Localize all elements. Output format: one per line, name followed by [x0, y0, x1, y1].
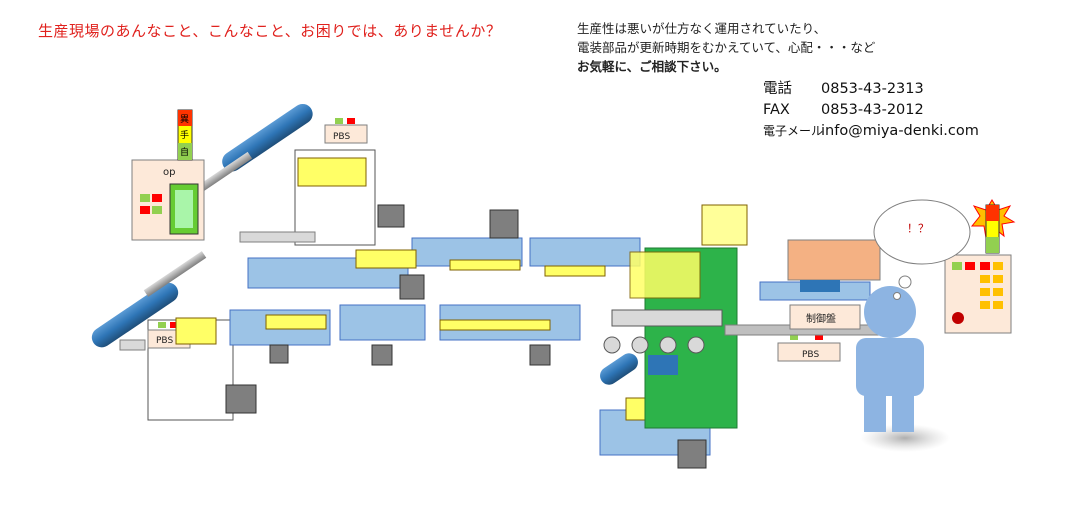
description: 生産性は悪いが仕方なく運用されていたり、 電装部品が更新時期をむかえていて、心配…	[577, 19, 875, 76]
pneumatic-cylinder	[91, 103, 638, 385]
tower-light-label-1: 異	[180, 114, 189, 125]
pbs-label-1: PBS	[333, 132, 350, 142]
tower-light-label-2: 手	[180, 129, 189, 141]
email-row: 電子メールinfo@miya-denki.com	[763, 121, 979, 142]
fax-number: 0853-43-2012	[821, 102, 924, 118]
phone-row: 電話 0853-43-2313	[763, 79, 979, 100]
fax-row: FAX 0853-43-2012	[763, 100, 979, 121]
processing-machine	[603, 247, 738, 429]
headline: 生産現場のあんなこと、こんなこと、お困りでは、ありませんか？	[38, 22, 502, 40]
thought-bubble: ！？	[873, 199, 971, 300]
pbs-label-3: PBS	[802, 350, 819, 360]
worried-person	[856, 286, 950, 452]
control-panel-label: 制御盤	[806, 312, 836, 325]
op-panel-label: op	[163, 167, 175, 178]
right-machinery: 制御盤	[724, 239, 886, 336]
description-line-1: 生産性は悪いが仕方なく運用されていたり、	[577, 21, 827, 36]
op-panel: op	[131, 159, 205, 241]
contact-block: 電話 0853-43-2313 FAX 0853-43-2012 電子メールinfo…	[763, 79, 979, 142]
control-panel-right	[944, 199, 1016, 334]
pbs-label-2: PBS	[156, 336, 173, 346]
thought-text: ！？	[907, 222, 929, 235]
fax-label: FAX	[763, 102, 790, 118]
description-line-3: お気軽に、ご相談下さい。	[577, 59, 727, 74]
motors	[225, 204, 707, 469]
tower-light-left: 異 手 自	[177, 109, 193, 161]
phone-label: 電話	[763, 81, 792, 97]
description-line-2: 電装部品が更新時期をむかえていて、心配・・・など	[577, 40, 876, 55]
email-label: 電子メール	[763, 124, 824, 138]
phone-number: 0853-43-2313	[821, 81, 924, 97]
email-address[interactable]: info@miya-denki.com	[821, 123, 979, 139]
tower-light-label-3: 自	[180, 146, 189, 158]
guide-rails	[119, 231, 316, 351]
